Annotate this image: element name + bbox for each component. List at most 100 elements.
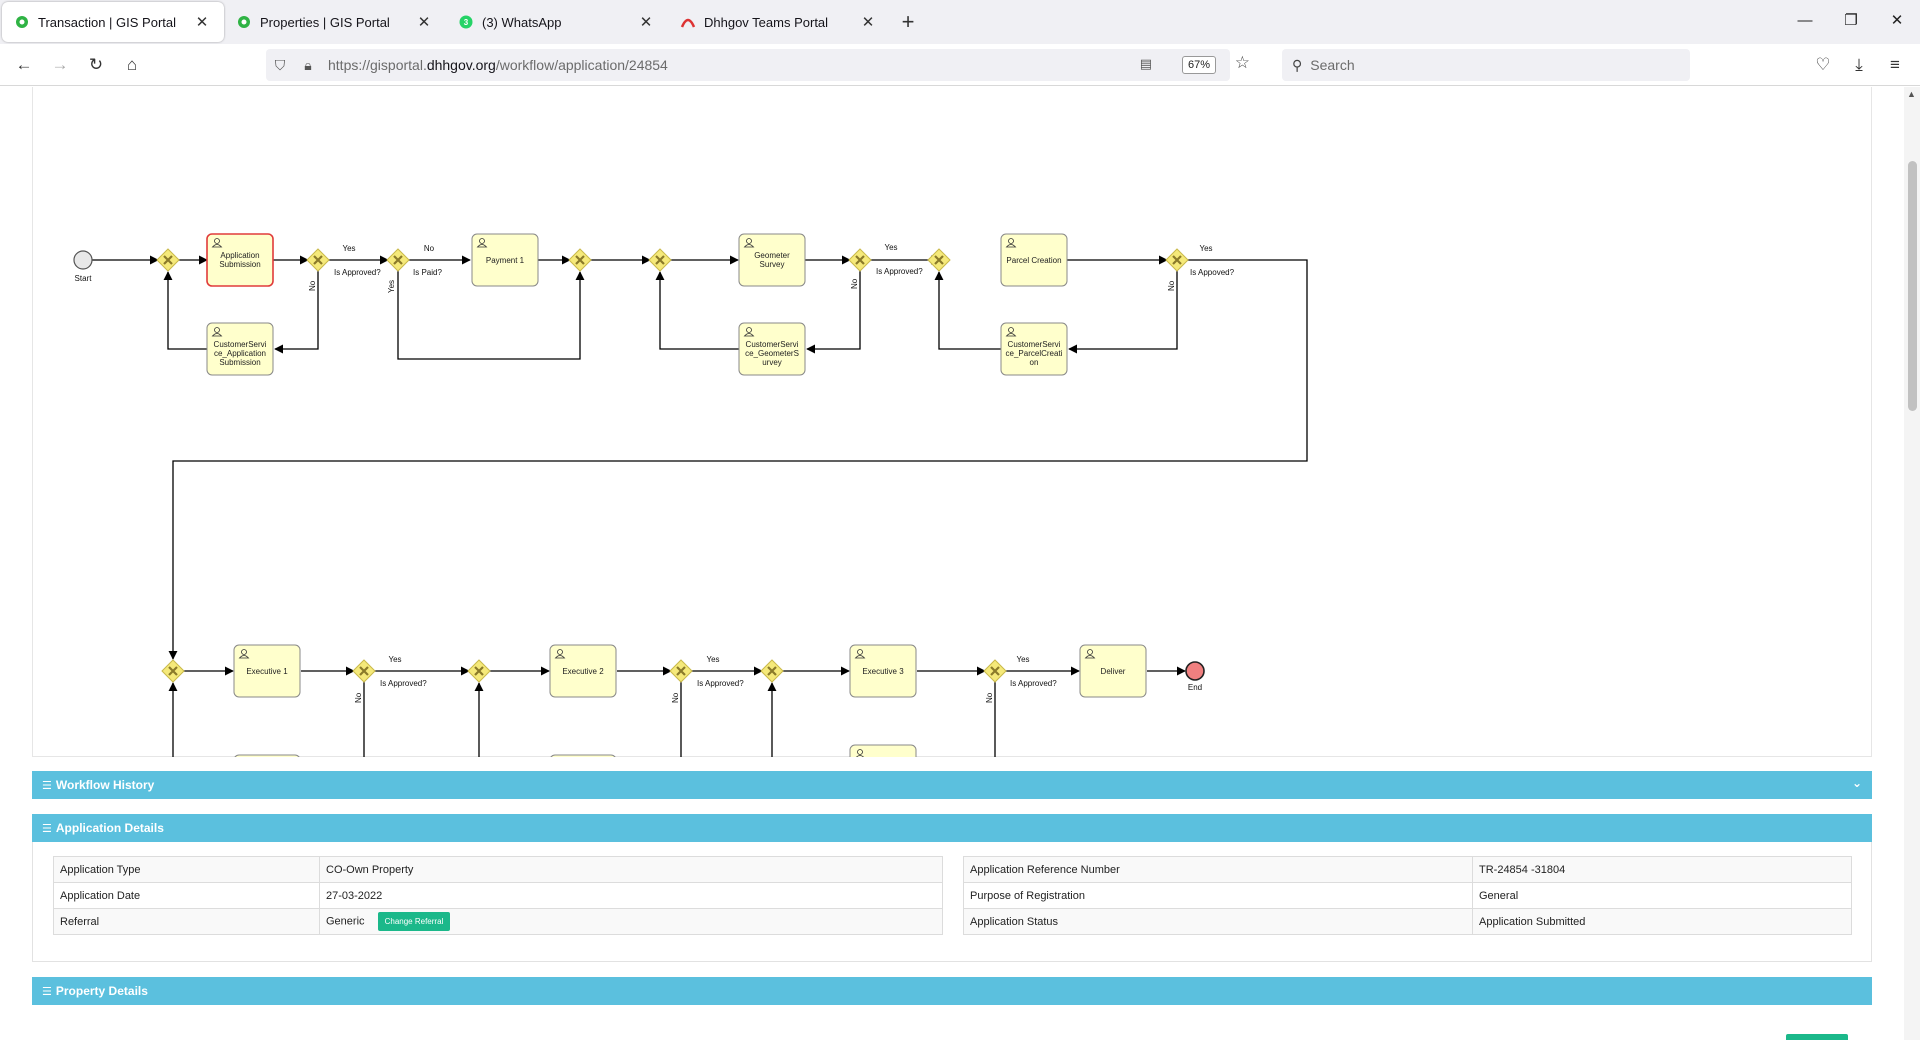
- start-label: Start: [75, 274, 93, 283]
- gateway[interactable]: [305, 247, 331, 273]
- change-referral-button[interactable]: Change Referral: [377, 912, 451, 931]
- detail-value: CO-Own Property: [319, 856, 943, 883]
- table-row: Application Status Application Submitted: [963, 908, 1852, 935]
- chevron-down-icon[interactable]: ⌄: [1851, 776, 1862, 790]
- tab-title: (3) WhatsApp: [482, 14, 562, 30]
- property-action-button[interactable]: [1786, 1034, 1848, 1040]
- svg-text:Parcel Creation: Parcel Creation: [1006, 256, 1061, 265]
- gis-portal-icon: [236, 14, 252, 30]
- table-row: Referral Generic Change Referral: [53, 908, 943, 935]
- task-cs-executive-2[interactable]: CustomerServi ce_Executive 2: [550, 754, 616, 757]
- task-cs-executive-1[interactable]: CustomerServi ce_Executive 1: [234, 754, 300, 757]
- end-event[interactable]: [1185, 661, 1205, 681]
- close-icon[interactable]: ✕: [639, 14, 653, 31]
- gateway[interactable]: [647, 247, 673, 273]
- bookmark-star-icon[interactable]: ☆: [1234, 53, 1250, 72]
- gateway[interactable]: [847, 247, 873, 273]
- task-deliver[interactable]: Deliver: [1079, 644, 1147, 698]
- detail-value: 27-03-2022: [319, 882, 943, 909]
- task-cs-application-submission[interactable]: CustomerServi ce_Application Submission: [206, 322, 274, 376]
- task-executive-2[interactable]: Executive 2: [549, 644, 617, 698]
- application-details-left-table: Application Type CO-Own Property Applica…: [53, 856, 943, 935]
- application-details-header[interactable]: ☰ Application Details: [32, 814, 1872, 842]
- gateway[interactable]: [1164, 247, 1190, 273]
- svg-text:ce_ParcelCreati: ce_ParcelCreati: [1006, 349, 1063, 358]
- reader-view-icon[interactable]: ▤: [1139, 56, 1152, 71]
- scroll-up-icon[interactable]: ▲: [1907, 89, 1916, 99]
- no-label: No: [850, 278, 859, 289]
- task-parcel-creation[interactable]: Parcel Creation: [1000, 233, 1068, 287]
- svg-text:Submission: Submission: [219, 358, 260, 367]
- url-text[interactable]: https://gisportal.dhhgov.org/workflow/ap…: [328, 57, 668, 73]
- list-icon: ☰: [42, 779, 52, 792]
- scrollbar-thumb[interactable]: [1908, 161, 1917, 411]
- gateway[interactable]: [155, 247, 181, 273]
- back-icon[interactable]: ←: [15, 55, 33, 74]
- svg-text:CustomerServi: CustomerServi: [1008, 340, 1061, 349]
- property-details-header[interactable]: ☰ Property Details: [32, 977, 1872, 1005]
- zoom-indicator[interactable]: 67%: [1182, 56, 1216, 74]
- pocket-icon[interactable]: ♡: [1815, 55, 1831, 74]
- gateway-labels: Yes Is Approved? No No Is Paid? Yes Yes …: [308, 243, 1235, 703]
- gateway[interactable]: [926, 247, 952, 273]
- close-window-icon[interactable]: ✕: [1890, 12, 1904, 29]
- yes-label: Yes: [1016, 655, 1029, 664]
- detail-label: Application Type: [53, 856, 320, 883]
- menu-icon[interactable]: ≡: [1890, 55, 1900, 74]
- minimize-icon[interactable]: —: [1797, 11, 1813, 29]
- gateway[interactable]: [351, 658, 377, 684]
- svg-text:Executive 3: Executive 3: [862, 667, 904, 676]
- lock-icon[interactable]: 🔒︎: [304, 56, 312, 73]
- svg-text:Geometer: Geometer: [754, 251, 790, 260]
- gateway[interactable]: [982, 658, 1008, 684]
- is-approved-label: Is Approved?: [876, 267, 923, 276]
- close-icon[interactable]: ✕: [195, 14, 209, 31]
- shield-icon[interactable]: ⛉: [274, 56, 286, 73]
- gateway[interactable]: [759, 658, 785, 684]
- start-event[interactable]: [73, 250, 93, 270]
- task-geometer-survey[interactable]: Geometer Survey: [738, 233, 806, 287]
- gateway[interactable]: [466, 658, 492, 684]
- detail-value: Application Submitted: [1472, 908, 1852, 935]
- table-row: Application Type CO-Own Property: [53, 856, 943, 883]
- task-executive-1[interactable]: Executive 1: [233, 644, 301, 698]
- svg-text:Executive 2: Executive 2: [562, 667, 604, 676]
- gateway[interactable]: [160, 658, 186, 684]
- close-icon[interactable]: ✕: [861, 14, 875, 31]
- close-icon[interactable]: ✕: [417, 14, 431, 31]
- search-bar[interactable]: ⚲ Search: [1282, 49, 1690, 81]
- new-tab-icon[interactable]: +: [901, 9, 915, 34]
- page-scrollbar[interactable]: ▲: [1904, 87, 1920, 1040]
- workflow-diagram-card: Start End Yes: [32, 87, 1872, 757]
- restore-icon[interactable]: ❐: [1844, 12, 1858, 29]
- svg-text:ce_Application: ce_Application: [214, 349, 266, 358]
- reload-icon[interactable]: ↻: [88, 55, 104, 74]
- task-executive-3[interactable]: Executive 3: [849, 644, 917, 698]
- svg-text:Payment 1: Payment 1: [486, 256, 525, 265]
- gateway[interactable]: [567, 247, 593, 273]
- table-row: Purpose of Registration General: [963, 882, 1852, 909]
- detail-value: TR-24854 -31804: [1472, 856, 1852, 883]
- tab-whatsapp[interactable]: 3 (3) WhatsApp ✕: [446, 2, 668, 42]
- is-approved-label: Is Approved?: [380, 679, 427, 688]
- detail-label: Application Date: [53, 882, 320, 909]
- workflow-history-header[interactable]: ☰ Workflow History ⌄: [32, 771, 1872, 799]
- tab-properties[interactable]: Properties | GIS Portal ✕: [224, 2, 446, 42]
- task-application-submission[interactable]: Application Submission: [206, 233, 274, 287]
- download-icon[interactable]: ⤓: [1855, 55, 1863, 74]
- whatsapp-icon: 3: [458, 14, 474, 30]
- home-icon[interactable]: ⌂: [126, 55, 138, 74]
- task-cs-geometer-survey[interactable]: CustomerServi ce_GeometerS urvey: [738, 322, 806, 376]
- forward-icon[interactable]: →: [51, 55, 69, 74]
- task-cs-parcel-creation[interactable]: CustomerServi ce_ParcelCreati on: [1000, 322, 1068, 376]
- task-payment-1[interactable]: Payment 1: [471, 233, 539, 287]
- application-details-body: Application Type CO-Own Property Applica…: [32, 842, 1872, 962]
- tab-transaction[interactable]: Transaction | GIS Portal ✕: [2, 2, 224, 42]
- no-label: No: [354, 692, 363, 703]
- gateway[interactable]: [385, 247, 411, 273]
- gateway[interactable]: [668, 658, 694, 684]
- tab-teams-portal[interactable]: Dhhgov Teams Portal ✕: [668, 2, 890, 42]
- tab-title: Dhhgov Teams Portal: [704, 14, 829, 30]
- task-cs-executive-3[interactable]: CustomerServi ce_Executive 3: [849, 744, 917, 757]
- url-bar[interactable]: ⛉ 🔒︎ https://gisportal.dhhgov.org/workfl…: [266, 49, 1250, 81]
